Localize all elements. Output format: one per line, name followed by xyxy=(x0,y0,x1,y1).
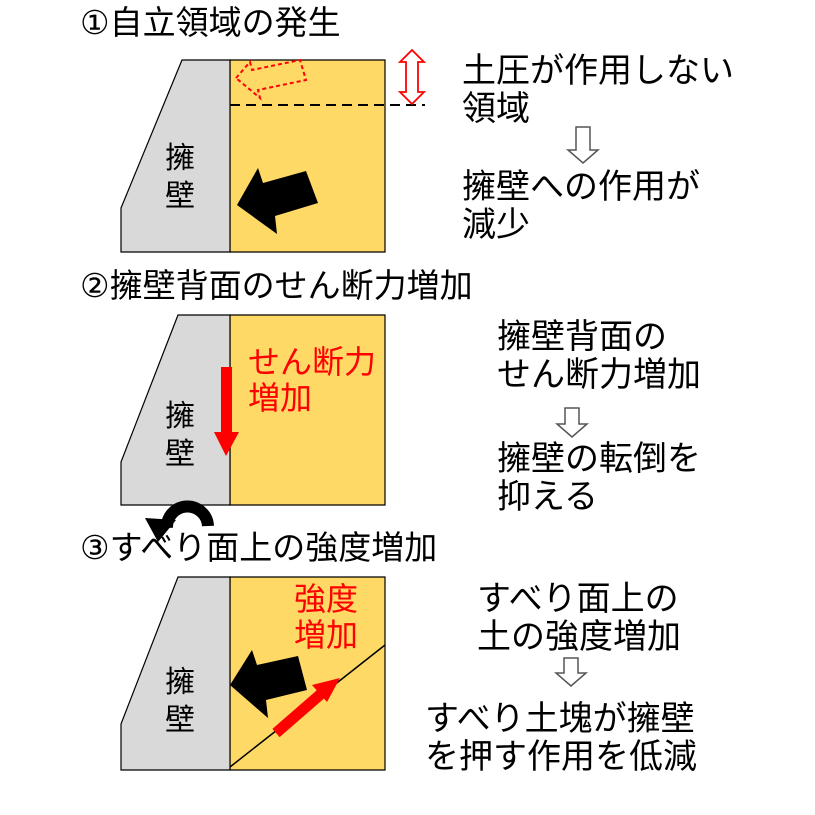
panel-1-soil xyxy=(229,59,386,253)
panel-1-graphics xyxy=(120,48,601,253)
panel-3-wall xyxy=(120,576,231,771)
panel-3-graphics xyxy=(120,576,589,771)
panel-3-result-line-1: すべり土塊が擁壁 xyxy=(425,699,695,739)
panel-3-wall-label: 擁 壁 xyxy=(165,664,195,739)
panel-3-wall-label-line-1: 擁 xyxy=(165,665,195,700)
panel-1-heading: ①自立領域の発生 xyxy=(80,3,341,42)
panel-1-description-line-2: 領域 xyxy=(462,89,530,130)
panel-1-result-line-2: 減少 xyxy=(462,205,530,246)
panel-1-wall-label-line-2: 壁 xyxy=(165,178,195,214)
panel-1-down-arrow-icon xyxy=(565,126,601,164)
panel-2-graphics xyxy=(120,314,590,542)
panel-3-black-arrow-icon xyxy=(230,650,307,718)
panel-2-result-line-1: 擁壁の転倒を xyxy=(497,439,701,479)
panel-2-red-label-line-1: せん断力 xyxy=(248,343,377,381)
panel-2-rotation-arrow-icon xyxy=(145,500,214,542)
panel-3-wall-label-line-2: 壁 xyxy=(165,702,195,738)
panel-1-result: 擁壁への作用が 減少 xyxy=(462,168,700,244)
panel-3-red-label: 強度 増加 xyxy=(294,580,359,654)
panel-1-dotted-arrow-icon xyxy=(234,58,308,101)
panel-3-result: すべり土塊が擁壁 を押す作用を低減 xyxy=(425,700,697,776)
panel-1-wall-label-line-1: 擁 xyxy=(165,141,195,176)
panel-1-description-line-1: 土圧が作用しない xyxy=(462,51,734,91)
panel-3-heading: ③すべり面上の強度増加 xyxy=(80,528,438,567)
panel-1-description: 土圧が作用しない 領域 xyxy=(462,52,734,128)
panel-2-wall-label: 擁 壁 xyxy=(165,398,195,473)
panel-3-description-line-2: 土の強度増加 xyxy=(477,617,681,658)
panel-3-description-line-1: すべり面上の xyxy=(477,579,679,619)
panel-3-description: すべり面上の 土の強度増加 xyxy=(477,580,681,656)
panel-2-wall-label-line-2: 壁 xyxy=(165,436,195,472)
panel-1-result-line-1: 擁壁への作用が xyxy=(462,167,700,207)
panel-1-red-double-arrow-icon xyxy=(397,48,427,106)
panel-2-red-down-arrow-icon xyxy=(214,367,239,456)
panel-3-red-label-line-2: 増加 xyxy=(294,615,359,654)
panel-2-red-label: せん断力 増加 xyxy=(248,343,377,417)
panel-2-heading: ②擁壁背面のせん断力増加 xyxy=(80,266,473,305)
panel-2-description: 擁壁背面の せん断力増加 xyxy=(497,318,701,394)
panel-2-wall-label-line-1: 擁 xyxy=(165,399,195,434)
panel-3-red-diagonal-arrow-icon xyxy=(272,678,340,738)
panel-2-description-line-2: せん断力増加 xyxy=(497,355,701,396)
panel-2-result-line-2: 抑える xyxy=(497,477,598,518)
panel-2-description-line-1: 擁壁背面の xyxy=(497,317,667,357)
panel-2-down-arrow-icon xyxy=(554,407,590,438)
panel-1-wall xyxy=(120,59,231,253)
panel-2-result: 擁壁の転倒を 抑える xyxy=(497,440,701,516)
panel-1-black-arrow-icon xyxy=(237,168,318,234)
panel-3-result-line-2: を押す作用を低減 xyxy=(425,737,697,778)
panel-3-red-label-line-1: 強度 xyxy=(294,580,359,618)
panel-3-down-arrow-icon xyxy=(553,657,589,687)
panel-2-red-label-line-2: 増加 xyxy=(248,378,313,417)
panel-1-wall-label: 擁 壁 xyxy=(165,140,195,215)
